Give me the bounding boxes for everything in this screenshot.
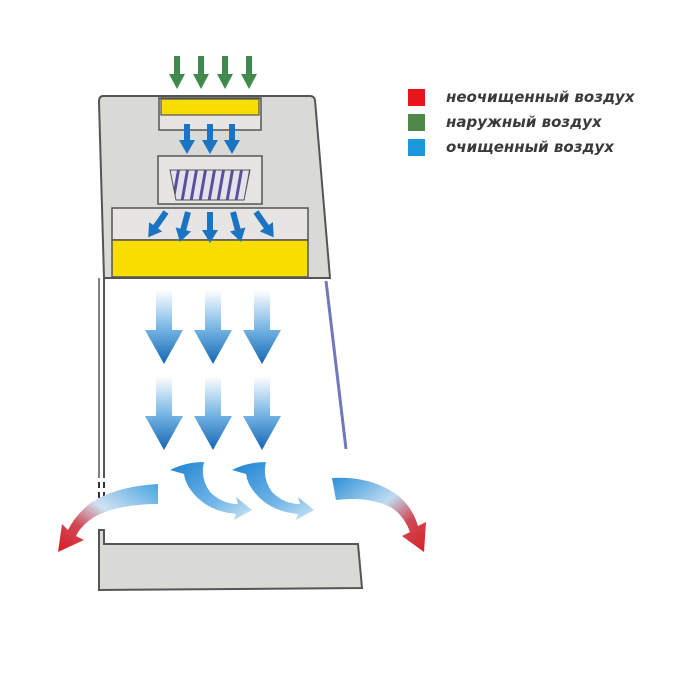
blue-arrow-small [224,124,240,154]
blue-arrow-small [202,124,218,154]
legend-label: наружный воздух [446,113,602,131]
supply-hepa-filter [111,239,309,278]
swirl-arrows [170,462,314,520]
blue-arrow-fan [229,211,246,242]
fan-rotor [169,169,251,201]
exit-arrow-left [58,484,158,552]
downflow-arrow [243,290,281,364]
green-arrow [241,56,257,89]
swirl-arrow [232,462,314,520]
downflow-arrow [243,376,281,450]
downflow-arrow [145,376,183,450]
green-arrow [169,56,185,89]
downflow-arrow [194,290,232,364]
front-sash [324,280,348,450]
blue-arrow-fan [175,211,192,242]
downflow-arrow [194,376,232,450]
legend-item-unfiltered-air: неочищенный воздух [408,86,668,112]
exhaust-hepa-filter [160,98,260,116]
downflow-arrow [145,290,183,364]
legend-label: неочищенный воздух [446,88,635,106]
green-arrow [193,56,209,89]
exhaust-arrows [58,477,426,552]
outside-air-arrows [169,56,257,89]
legend-swatch-green [408,114,425,131]
filtered-air-arrows-fanout [148,210,274,243]
blue-arrow-fan [148,210,169,238]
legend-item-filtered-air: очищенный воздух [408,136,668,162]
legend-swatch-red [408,89,425,106]
legend-item-outside-air: наружный воздух [408,111,668,137]
blower-fan-icon [157,155,263,205]
filtered-air-arrows-upper [179,124,240,154]
downflow-arrows [145,290,281,450]
swirl-arrow [170,462,252,520]
cabinet-base [98,529,364,592]
blue-arrow-fan [202,212,218,243]
legend: неочищенный воздух наружный воздух очище… [408,86,668,164]
exit-arrow-right [332,477,426,552]
legend-swatch-blue [408,139,425,156]
legend-label: очищенный воздух [446,138,614,156]
green-arrow [217,56,233,89]
blue-arrow-small [179,124,195,154]
blue-arrow-fan [253,210,274,238]
